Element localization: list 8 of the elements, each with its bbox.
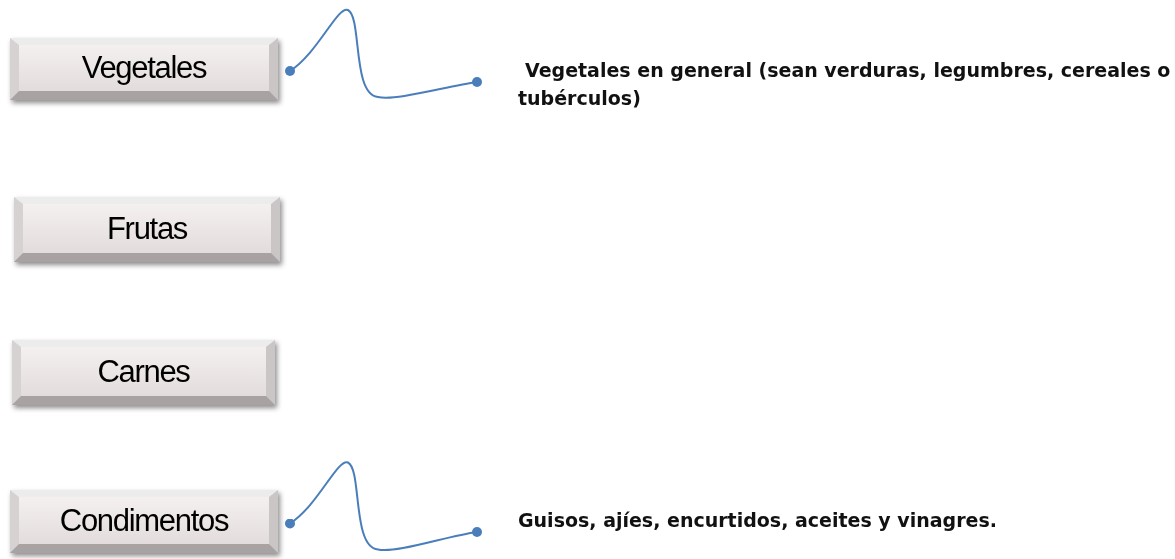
description-text: Vegetales en general (sean verduras, legumbres, cereales o tubérculos) — [518, 58, 1172, 111]
curved-connector — [285, 8, 482, 99]
category-button: Condimentos — [10, 490, 278, 553]
description-text: Guisos, ajíes, encurtidos, aceites y vinagres. — [518, 508, 998, 533]
category-button: Frutas — [14, 197, 280, 262]
category-button: Carnes — [12, 340, 275, 405]
category-button: Vegetales — [10, 38, 278, 100]
curved-connector — [285, 461, 482, 552]
